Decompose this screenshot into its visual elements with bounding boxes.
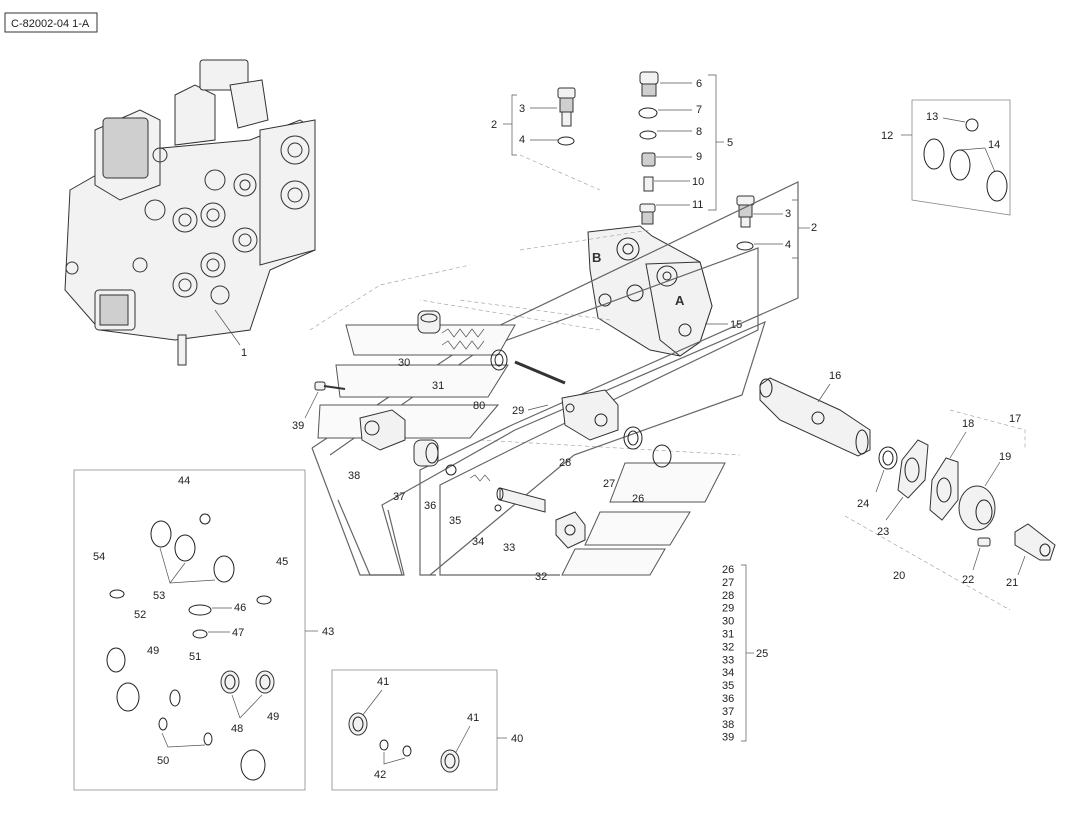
callout-2-right: 2 [811, 222, 817, 234]
kit-25-item: 38 [722, 719, 734, 731]
callout-41-left: 41 [377, 676, 389, 688]
kit-25-item: 34 [722, 667, 734, 679]
detent-parts: 16 24 23 18 19 17 22 21 20 [759, 370, 1056, 589]
callout-12: 12 [881, 130, 893, 142]
kit-25-outline [311, 181, 799, 576]
kit-25-item: 33 [722, 654, 734, 666]
kit-25-item: 31 [722, 629, 734, 641]
callout-28: 28 [559, 457, 571, 469]
kit-25-item: 36 [722, 693, 734, 705]
callout-29: 29 [512, 405, 524, 417]
callout-11: 11 [692, 199, 703, 211]
callout-21: 21 [1006, 577, 1018, 589]
callout-52: 52 [134, 609, 146, 621]
callout-10: 10 [692, 176, 704, 188]
kit-25-item: 35 [722, 680, 734, 692]
callout-34: 34 [472, 536, 484, 548]
kit-25-item: 27 [722, 577, 734, 589]
callout-26: 26 [632, 493, 644, 505]
callout-2-left: 2 [491, 119, 497, 131]
callout-47: 47 [232, 627, 244, 639]
kit-25-item: 28 [722, 590, 734, 602]
callout-31: 31 [432, 380, 444, 392]
callout-49-bottom: 49 [267, 711, 279, 723]
projection-lines [309, 229, 1026, 611]
callout-16: 16 [829, 370, 841, 382]
callout-27: 27 [603, 478, 615, 490]
callout-18: 18 [962, 418, 974, 430]
callout-19: 19 [999, 451, 1011, 463]
callout-5: 5 [727, 137, 733, 149]
seal-kit-40: 40 41 41 42 [331, 669, 523, 791]
callout-4-right: 4 [785, 239, 791, 251]
callout-17: 17 [1009, 413, 1021, 425]
callout-37: 37 [393, 491, 405, 503]
callout-24: 24 [857, 498, 869, 510]
callout-14: 14 [988, 139, 1000, 151]
callout-43: 43 [322, 626, 334, 638]
drawing-code-box: C-82002-04 1-A [4, 12, 98, 33]
callout-51: 51 [189, 651, 201, 663]
callout-4-left: 4 [519, 134, 525, 146]
callout-7: 7 [696, 104, 702, 116]
callout-6: 6 [696, 78, 702, 90]
callout-50: 50 [157, 755, 169, 767]
kit-25-item: 29 [722, 603, 734, 615]
callout-38: 38 [348, 470, 360, 482]
port-b-marking: B [592, 250, 601, 265]
spool-parts: 30 31 39 80 38 37 36 35 34 [292, 310, 672, 583]
seal-kit-group-top-right: 12 13 14 [881, 99, 1011, 216]
relief-valve-group: 5 6 7 8 9 10 11 [638, 71, 733, 225]
callout-49-top: 49 [147, 645, 159, 657]
callout-9: 9 [696, 151, 702, 163]
kit-25-item: 32 [722, 641, 734, 653]
seal-kit-43: 43 44 53 54 45 52 46 47 49 51 48 49 [73, 469, 334, 791]
kit-25-item: 30 [722, 616, 734, 628]
callout-22: 22 [962, 574, 974, 586]
port-a-marking: A [675, 293, 685, 308]
callout-20: 20 [893, 570, 905, 582]
callout-45: 45 [276, 556, 288, 568]
valve-section-block: B A 15 [587, 225, 742, 357]
callout-33: 33 [503, 542, 515, 554]
callout-54: 54 [93, 551, 105, 563]
callout-1: 1 [241, 347, 247, 359]
callout-42: 42 [374, 769, 386, 781]
kit-25-label: 25 [756, 648, 768, 660]
callout-30: 30 [398, 357, 410, 369]
callout-41-right: 41 [467, 712, 479, 724]
valve-assembly-illustration: 1 [64, 59, 316, 366]
callout-39: 39 [292, 420, 304, 432]
kit-25-item: 39 [722, 732, 734, 744]
callout-3-left: 3 [519, 103, 525, 115]
callout-80: 80 [473, 400, 485, 412]
callout-44: 44 [178, 475, 190, 487]
drawing-code: C-82002-04 1-A [11, 18, 90, 30]
callout-8: 8 [696, 126, 702, 138]
callout-40: 40 [511, 733, 523, 745]
callout-32: 32 [535, 571, 547, 583]
callout-3-right: 3 [785, 208, 791, 220]
callout-48: 48 [231, 723, 243, 735]
relief-cartridge-group-right: 3 4 2 [736, 195, 817, 259]
relief-cartridge-group-left: 2 3 4 [491, 87, 601, 191]
callout-36: 36 [424, 500, 436, 512]
kit-cards [317, 324, 726, 576]
kit-25-item: 37 [722, 706, 734, 718]
kit-25-item: 26 [722, 564, 734, 576]
callout-23: 23 [877, 526, 889, 538]
callout-46: 46 [234, 602, 246, 614]
callout-35: 35 [449, 515, 461, 527]
callout-53: 53 [153, 590, 165, 602]
callout-13: 13 [926, 111, 938, 123]
